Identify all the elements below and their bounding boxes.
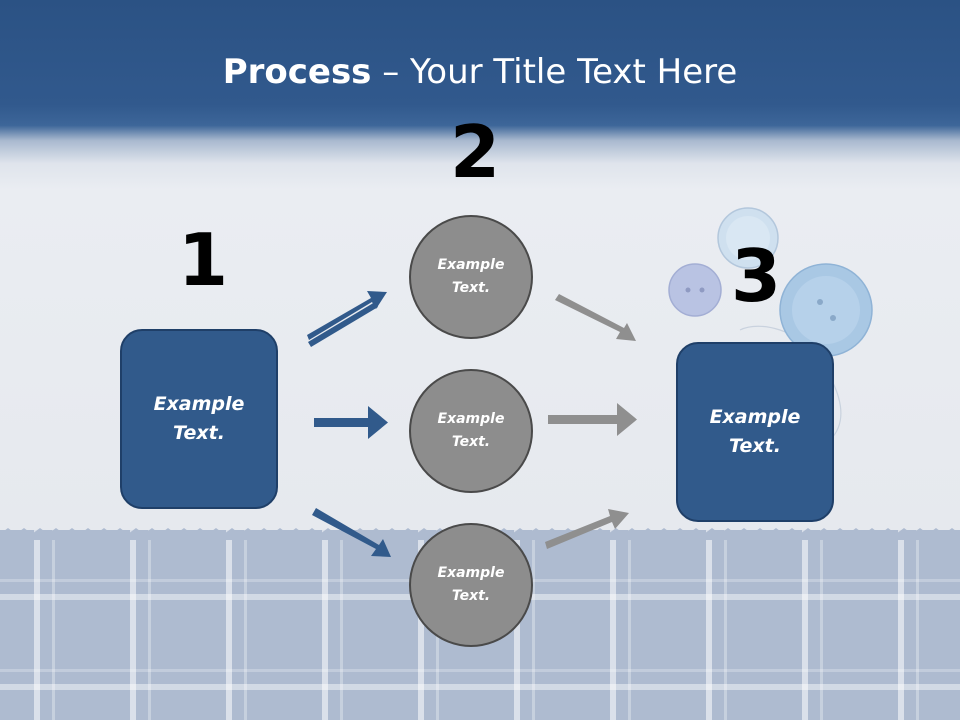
process-circle-middle: Example Text.: [409, 369, 533, 493]
step-number-2: 2: [450, 110, 501, 194]
circle-bottom-line2: Text.: [451, 588, 491, 604]
header-band: [0, 0, 960, 190]
circle-middle-line1: Example: [437, 411, 505, 427]
step-number-3: 3: [731, 234, 782, 318]
arrow-right-icon: [314, 406, 388, 439]
process-box-right: Example Text.: [676, 342, 834, 522]
circle-top-line2: Text.: [451, 280, 491, 296]
slide-title: Process – Your Title Text Here: [0, 52, 960, 92]
title-bold-part: Process: [222, 52, 372, 92]
circle-top-line1: Example: [437, 257, 505, 273]
process-box-left: Example Text.: [120, 329, 278, 509]
arrow-up-right-icon: [545, 509, 629, 549]
button-icon: [668, 263, 722, 317]
process-circle-top: Example Text.: [409, 215, 533, 339]
process-circle-bottom: Example Text.: [409, 523, 533, 647]
arrow-up-right-icon: [307, 291, 387, 347]
box-right-line1: Example: [709, 406, 801, 428]
circle-middle-line2: Text.: [451, 434, 491, 450]
arrow-right-icon: [548, 403, 637, 436]
box-right-line2: Text.: [729, 435, 781, 457]
circle-bottom-line1: Example: [437, 565, 505, 581]
box-left-line1: Example: [153, 393, 245, 415]
step-number-1: 1: [178, 218, 229, 302]
arrow-down-right-icon: [555, 294, 636, 341]
arrow-down-right-icon: [312, 508, 391, 557]
title-rest-part: – Your Title Text Here: [371, 52, 738, 92]
box-left-line2: Text.: [173, 422, 225, 444]
